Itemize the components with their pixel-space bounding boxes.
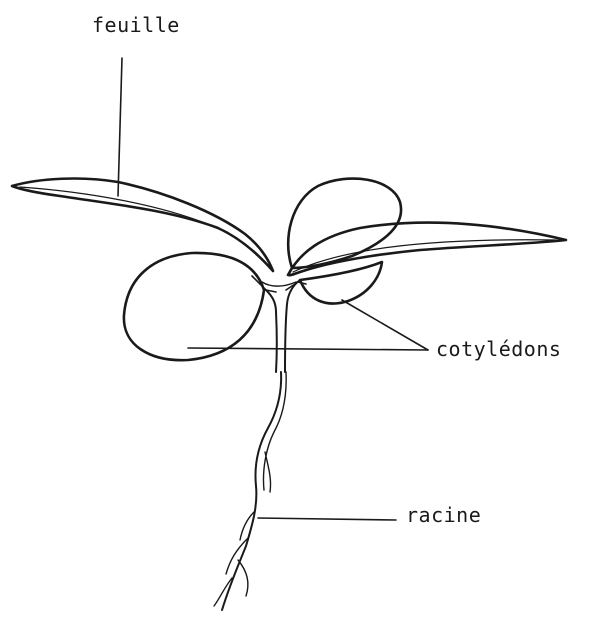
lateral-root-4 [238,560,248,596]
cotyledons-label: cotylédons [436,339,561,359]
left-leaf-outline [12,179,273,271]
root-leader-line [258,518,396,520]
left-leaf-midrib [20,187,270,268]
right-leaf-outline [288,223,566,276]
main-root [222,372,281,610]
stem-collar [262,282,296,286]
leaf-leader-line [118,58,122,196]
lateral-root-1 [265,452,271,492]
lateral-root-5 [214,578,232,606]
stem-left-edge [266,290,277,372]
stem-right-edge [285,280,300,372]
left-cotyledon [124,253,264,360]
root-label: racine [406,505,481,525]
leaf-label: feuille [92,15,180,35]
cotyledon-leader-line-right [342,300,428,350]
